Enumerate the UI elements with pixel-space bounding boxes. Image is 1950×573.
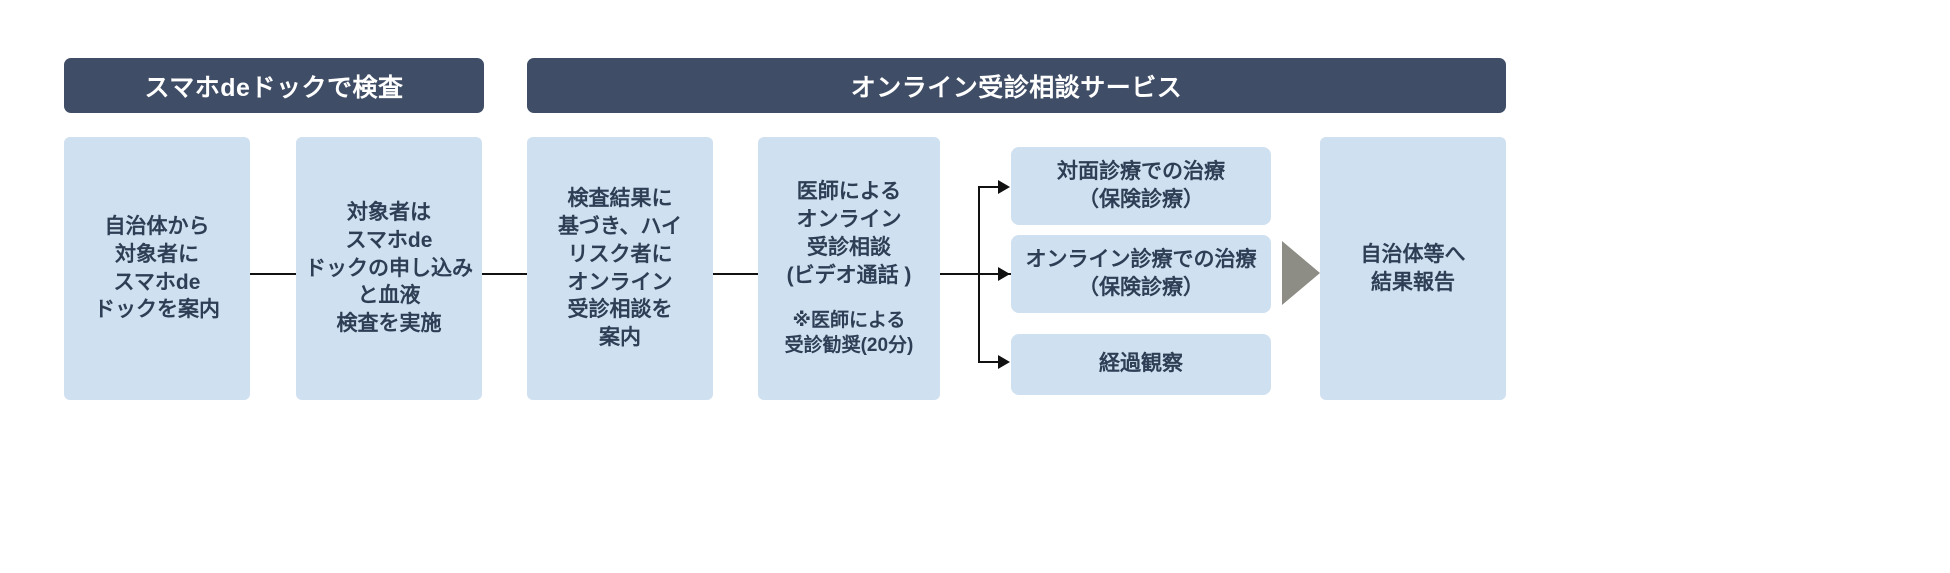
connector-branch-inperson xyxy=(978,186,1000,188)
connector-step3-step4 xyxy=(711,273,759,275)
connector-branch-online xyxy=(978,273,1000,275)
step-4-label: 医師による オンライン 受診相談 (ビデオ通話 ) xyxy=(786,180,912,287)
outcome-report-box: 自治体等へ 結果報告 xyxy=(1320,137,1506,400)
step-1-label: 自治体から 対象者に スマホde ドックを案内 xyxy=(94,215,220,322)
connector-step4-branchtrunk xyxy=(940,273,1012,275)
step-1-box: 自治体から 対象者に スマホde ドックを案内 xyxy=(64,137,250,400)
branch-followup-label: 経過観察 xyxy=(1099,352,1183,376)
step-3-label: 検査結果に 基づき、ハイ リスク者に オンライン 受診相談を 案内 xyxy=(557,187,683,349)
arrowhead-followup-icon xyxy=(998,355,1010,369)
banner-online-label: オンライン受診相談サービス xyxy=(850,73,1183,102)
arrowhead-inperson-icon xyxy=(998,180,1010,194)
connector-step2-step3 xyxy=(480,273,528,275)
branch-inperson-box: 対面診療での治療 （保険診療） xyxy=(1011,147,1271,225)
step-2-box: 対象者は スマホde ドックの申し込み と血液 検査を実施 xyxy=(296,137,482,400)
banner-online: オンライン受診相談サービス xyxy=(527,58,1506,113)
branch-online-label: オンライン診療での治療 （保険診療） xyxy=(1025,247,1257,299)
connector-branch-followup xyxy=(978,361,1000,363)
step-4-box: 医師による オンライン 受診相談 (ビデオ通話 ) ※医師による 受診勧奨(20… xyxy=(758,137,940,400)
step-2-label: 対象者は スマホde ドックの申し込み と血液 検査を実施 xyxy=(305,201,473,336)
banner-exam: スマホdeドックで検査 xyxy=(64,58,484,113)
branch-followup-box: 経過観察 xyxy=(1011,334,1271,395)
branch-inperson-label: 対面診療での治療 （保険診療） xyxy=(1057,159,1225,211)
outcome-report-label: 自治体等へ 結果報告 xyxy=(1360,242,1466,294)
banner-exam-label: スマホdeドックで検査 xyxy=(144,73,404,102)
step-4-note: ※医師による 受診勧奨(20分) xyxy=(784,310,914,356)
step-3-box: 検査結果に 基づき、ハイ リスク者に オンライン 受診相談を 案内 xyxy=(527,137,713,400)
outcome-triangle-icon xyxy=(1282,241,1320,305)
connector-step1-step2 xyxy=(249,273,297,275)
branch-online-box: オンライン診療での治療 （保険診療） xyxy=(1011,235,1271,313)
arrowhead-online-icon xyxy=(998,267,1010,281)
